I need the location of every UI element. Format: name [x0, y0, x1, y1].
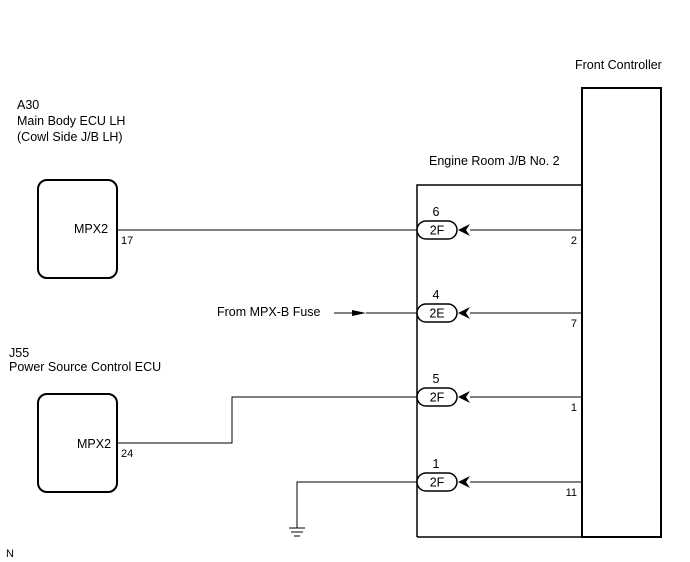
j55-ref: J55 — [9, 346, 29, 360]
connector-code: 2E — [429, 307, 444, 321]
j55-terminal-name: MPX2 — [77, 437, 111, 451]
fuse-arrow-icon — [352, 310, 366, 316]
controller-pin: 7 — [571, 318, 577, 330]
connector-pill — [416, 387, 458, 407]
connector-code: 2F — [430, 391, 445, 405]
fuse-label: From MPX-B Fuse — [217, 305, 321, 319]
j55-pin: 24 — [121, 448, 133, 460]
controller-pin: 11 — [566, 487, 577, 499]
connector-pill — [416, 220, 458, 240]
controller-pin: 1 — [571, 402, 577, 414]
connector-arrow-icon — [458, 476, 470, 488]
connector-arrow-icon — [458, 224, 470, 236]
connector-pin: 4 — [433, 288, 440, 302]
connector-pin: 5 — [433, 372, 440, 386]
a30-ecu-box — [37, 179, 118, 279]
wire-2f1-to-ground — [296, 481, 417, 528]
j55-name: Power Source Control ECU — [9, 360, 161, 374]
connector-pill — [416, 472, 458, 492]
connector-pin: 1 — [433, 457, 440, 471]
a30-location: (Cowl Side J/B LH) — [17, 130, 123, 144]
connector-pin: 6 — [433, 205, 440, 219]
a30-ref: A30 — [17, 98, 39, 112]
engine-room-jb-outline — [416, 184, 582, 537]
a30-name: Main Body ECU LH — [17, 114, 125, 128]
ground-icon — [289, 527, 305, 537]
engine-room-jb-title: Engine Room J/B No. 2 — [429, 154, 560, 168]
connector-arrow-icon — [458, 307, 470, 319]
controller-pin: 2 — [571, 235, 577, 247]
front-controller-title: Front Controller — [575, 58, 662, 72]
connector-arrow-icon — [458, 391, 470, 403]
connector-code: 2F — [430, 476, 445, 490]
connector-code: 2F — [430, 224, 445, 238]
wire-j55-to-2f5 — [117, 396, 417, 444]
a30-pin: 17 — [121, 235, 133, 247]
a30-terminal-name: MPX2 — [74, 222, 108, 236]
front-controller-box — [581, 87, 662, 538]
connector-pill — [416, 303, 458, 323]
corner-mark: N — [6, 548, 14, 560]
